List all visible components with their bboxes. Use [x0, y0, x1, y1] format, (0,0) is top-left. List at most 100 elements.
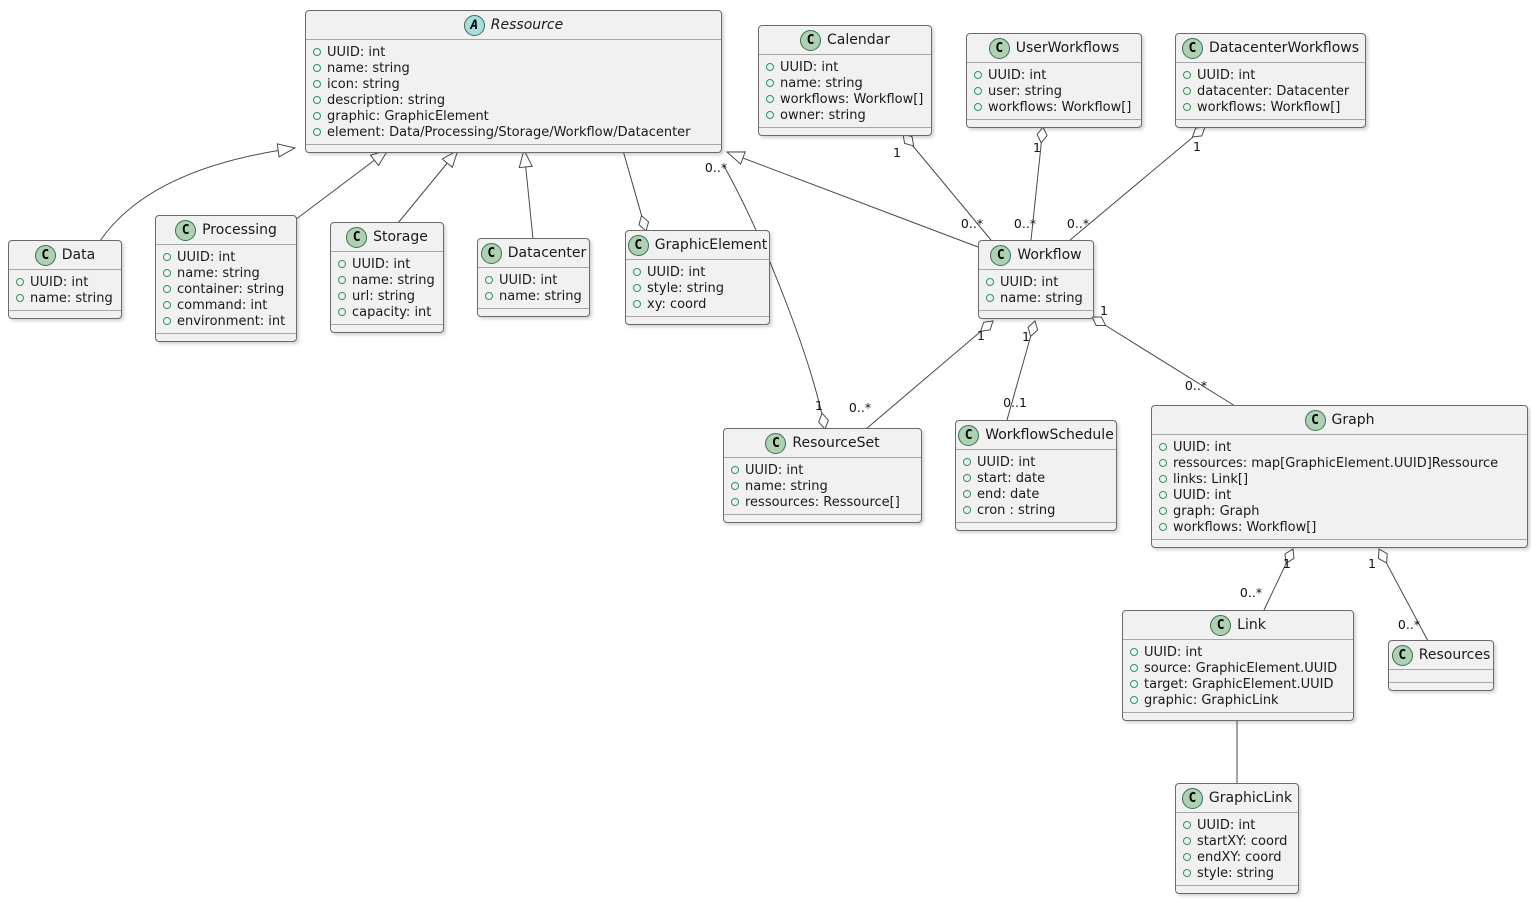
class-name: Datacenter: [507, 245, 587, 261]
attribute-row: UUID: int: [16, 274, 114, 290]
attribute-text: xy: coord: [647, 296, 707, 312]
attribute-row: links: Link[]: [1159, 471, 1520, 487]
field-visibility-icon: [1159, 443, 1167, 451]
field-visibility-icon: [1159, 491, 1167, 499]
inheritance-line: [294, 149, 389, 221]
attribute-text: name: string: [499, 288, 582, 304]
attribute-row: UUID: int: [1159, 439, 1520, 455]
attribute-text: links: Link[]: [1173, 471, 1249, 487]
attribute-row: UUID: int: [1130, 644, 1346, 660]
field-visibility-icon: [1183, 71, 1191, 79]
aggregation-diamond-icon: [1027, 320, 1039, 338]
edge-workflow-ressource: [725, 151, 979, 248]
edge-data-ressource: [99, 143, 297, 242]
class-name: Workflow: [1017, 247, 1082, 263]
class-circle-icon: C: [800, 29, 822, 51]
class-circle-icon: C: [1210, 614, 1232, 636]
attribute-text: endXY: coord: [1197, 849, 1282, 865]
class-name: Storage: [373, 229, 428, 245]
aggregation-line: [865, 320, 994, 430]
multiplicity-label: 1: [1022, 329, 1030, 344]
attribute-row: UUID: int: [766, 59, 924, 75]
multiplicity-label: 0..*: [1067, 216, 1089, 231]
attribute-text: capacity: int: [352, 304, 432, 320]
field-visibility-icon: [1159, 459, 1167, 467]
attribute-text: UUID: int: [1173, 487, 1232, 503]
class-name: Processing: [202, 222, 277, 238]
edge-graph-resources: 10..*: [1368, 548, 1429, 642]
field-visibility-icon: [313, 96, 321, 104]
field-visibility-icon: [633, 300, 641, 308]
field-visibility-icon: [633, 284, 641, 292]
attribute-row: UUID: int: [485, 272, 582, 288]
attribute-text: name: string: [30, 290, 113, 306]
attribute-text: user: string: [988, 83, 1062, 99]
inheritance-triangle-icon: [725, 151, 746, 165]
edge-storage-ressource: [397, 148, 459, 224]
class-name: Calendar: [827, 32, 890, 48]
field-visibility-icon: [963, 506, 971, 514]
class-name: DatacenterWorkflows: [1208, 40, 1360, 56]
methods-compartment: [1152, 540, 1527, 547]
multiplicity-label: 1: [977, 328, 985, 343]
methods-compartment: [1176, 120, 1365, 127]
class-circle-icon: C: [1391, 644, 1413, 666]
field-visibility-icon: [1130, 680, 1138, 688]
attribute-row: style: string: [633, 280, 762, 296]
methods-compartment: [1389, 683, 1493, 690]
class-circle-icon: C: [34, 244, 56, 266]
field-visibility-icon: [1183, 869, 1191, 877]
aggregation-line: [1006, 320, 1036, 421]
attribute-text: name: string: [780, 75, 863, 91]
methods-compartment: [478, 309, 589, 316]
attribute-text: UUID: int: [977, 454, 1036, 470]
attribute-row: source: GraphicElement.UUID: [1130, 660, 1346, 676]
class-name: GraphicLink: [1208, 790, 1293, 806]
attribute-text: source: GraphicElement.UUID: [1144, 660, 1338, 676]
aggregation-line: [1378, 548, 1429, 642]
attribute-row: start: date: [963, 470, 1109, 486]
inheritance-triangle-icon: [518, 148, 533, 169]
field-visibility-icon: [766, 63, 774, 71]
attribute-text: name: string: [177, 265, 260, 281]
field-visibility-icon: [16, 294, 24, 302]
attribute-text: owner: string: [780, 107, 866, 123]
attribute-row: style: string: [1183, 865, 1291, 881]
field-visibility-icon: [1159, 523, 1167, 531]
field-visibility-icon: [731, 466, 739, 474]
attribute-row: endXY: coord: [1183, 849, 1291, 865]
edge-calendar-workflow: 10..*: [893, 133, 992, 241]
class-name: WorkflowSchedule: [985, 427, 1114, 443]
attribute-text: name: string: [745, 478, 828, 494]
field-visibility-icon: [1183, 821, 1191, 829]
attribute-text: start: date: [977, 470, 1046, 486]
attribute-row: target: GraphicElement.UUID: [1130, 676, 1346, 692]
aggregation-line: [723, 165, 826, 430]
attribute-row: capacity: int: [338, 304, 436, 320]
attribute-row: name: string: [338, 272, 436, 288]
attribute-row: container: string: [163, 281, 289, 297]
attribute-text: command: int: [177, 297, 268, 313]
multiplicity-label: 0..*: [1014, 216, 1036, 231]
class-circle-icon: C: [958, 424, 980, 446]
multiplicity-label: 0..*: [849, 400, 871, 415]
methods-compartment: [306, 145, 721, 152]
attribute-row: cron : string: [963, 502, 1109, 518]
field-visibility-icon: [1130, 648, 1138, 656]
attribute-row: workflows: Workflow[]: [974, 99, 1134, 115]
